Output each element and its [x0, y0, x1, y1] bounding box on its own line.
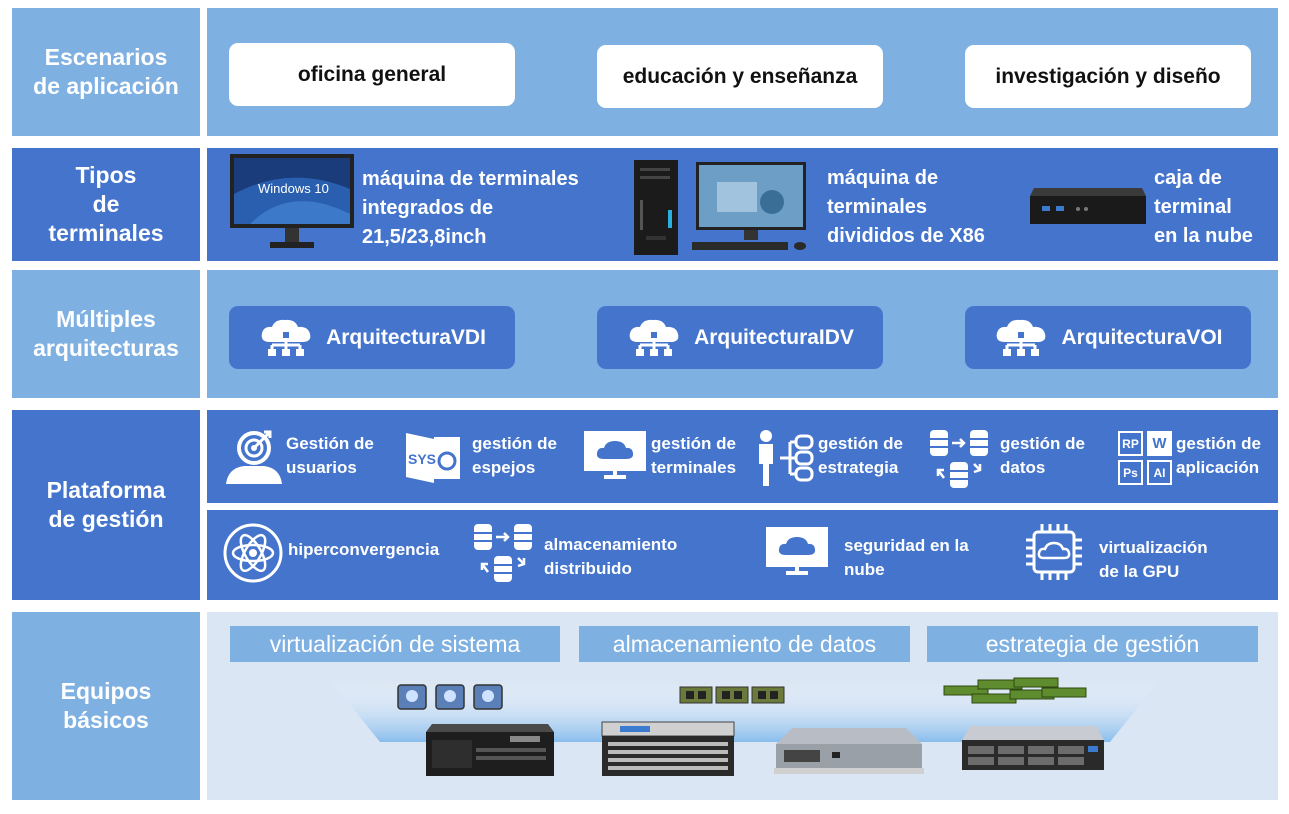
memory-module-icons	[942, 676, 1088, 708]
server-image-storage	[600, 720, 736, 780]
scenario-research: investigación y diseño	[965, 45, 1251, 108]
mgmt-data-label: gestión de datos	[1000, 434, 1086, 477]
cloud-network-icon	[258, 318, 314, 358]
terminal-type-cloud-box: caja de terminal en la nube	[1154, 167, 1253, 247]
x86-monitor-image	[692, 162, 810, 254]
arch-voi: ArquitecturaVOI	[965, 306, 1251, 369]
server-image-virtualization	[424, 722, 556, 780]
row-label-scenarios: Escenarios de aplicación	[12, 8, 200, 136]
storage-chip-icons	[678, 683, 786, 709]
target-user-icon	[224, 428, 282, 486]
cloud-network-icon	[626, 318, 682, 358]
atom-icon	[222, 522, 284, 584]
mgmt-terminals-label: gestión de terminales	[651, 434, 737, 477]
equip-title-management-strategy: estrategia de gestión	[927, 626, 1258, 662]
app-ai-tile: AI	[1147, 460, 1172, 485]
cloud-network-icon	[993, 318, 1049, 358]
virtualization-card-icons	[396, 683, 506, 713]
mgmt-strategy-label: gestión de estrategia	[818, 434, 904, 477]
gpu-chip-icon	[1024, 522, 1084, 582]
terminal-type-integrated: máquina de terminales integrados de 21,5…	[362, 168, 579, 248]
gpu-virtualization-label: virtualización de la GPU	[1099, 538, 1208, 581]
tower-pc-image	[632, 160, 680, 255]
cloud-monitor-icon	[766, 527, 828, 579]
arch-vdi-label: ArquitecturaVDI	[326, 325, 486, 349]
cloud-monitor-icon	[584, 431, 646, 483]
row-label-equipment: Equipos básicos	[12, 612, 200, 800]
strategy-tree-icon	[756, 428, 816, 488]
app-ps-tile: Ps	[1118, 460, 1143, 485]
server-image-rack-2u	[772, 726, 926, 776]
cloud-security-label: seguridad en la nube	[844, 536, 969, 579]
row-label-management: Plataforma de gestión	[12, 410, 200, 600]
hyperconvergence-label: hiperconvergencia	[288, 540, 440, 559]
management-top-panel	[207, 410, 1278, 503]
equip-title-system-virtualization: virtualización de sistema	[230, 626, 560, 662]
database-sync-icon	[928, 428, 990, 490]
row-label-terminals: Tipos de terminales	[12, 148, 200, 261]
server-image-rack-1u	[960, 724, 1106, 774]
terminal-type-x86: máquina de terminales divididos de X86	[827, 167, 985, 247]
mgmt-images-label: gestión de espejos	[472, 434, 558, 477]
app-w-tile: W	[1147, 431, 1172, 456]
scenario-education: educación y enseñanza	[597, 45, 883, 108]
mgmt-apps-label: gestión de aplicación	[1176, 434, 1262, 477]
distributed-storage-label: almacenamiento distribuido	[544, 535, 678, 578]
management-bottom-panel	[207, 510, 1278, 600]
row-label-architectures: Múltiples arquitecturas	[12, 270, 200, 398]
all-in-one-monitor-image	[230, 154, 354, 252]
windows-screen-text: Windows 10	[258, 181, 329, 196]
sys-icon-text: SYS	[408, 451, 437, 467]
sys-image-icon	[404, 429, 462, 485]
arch-idv-label: ArquitecturaIDV	[694, 325, 854, 349]
arch-vdi: ArquitecturaVDI	[229, 306, 515, 369]
database-sync-icon	[472, 522, 534, 584]
app-grid-icon: RP W Ps AI	[1118, 431, 1174, 487]
equip-title-data-storage: almacenamiento de datos	[579, 626, 910, 662]
cloud-terminal-box-image	[1028, 182, 1148, 228]
app-rp-tile: RP	[1118, 431, 1143, 456]
mgmt-users-label: Gestión de usuarios	[286, 434, 374, 477]
arch-voi-label: ArquitecturaVOI	[1061, 325, 1223, 349]
arch-idv: ArquitecturaIDV	[597, 306, 883, 369]
scenario-office: oficina general	[229, 43, 515, 106]
